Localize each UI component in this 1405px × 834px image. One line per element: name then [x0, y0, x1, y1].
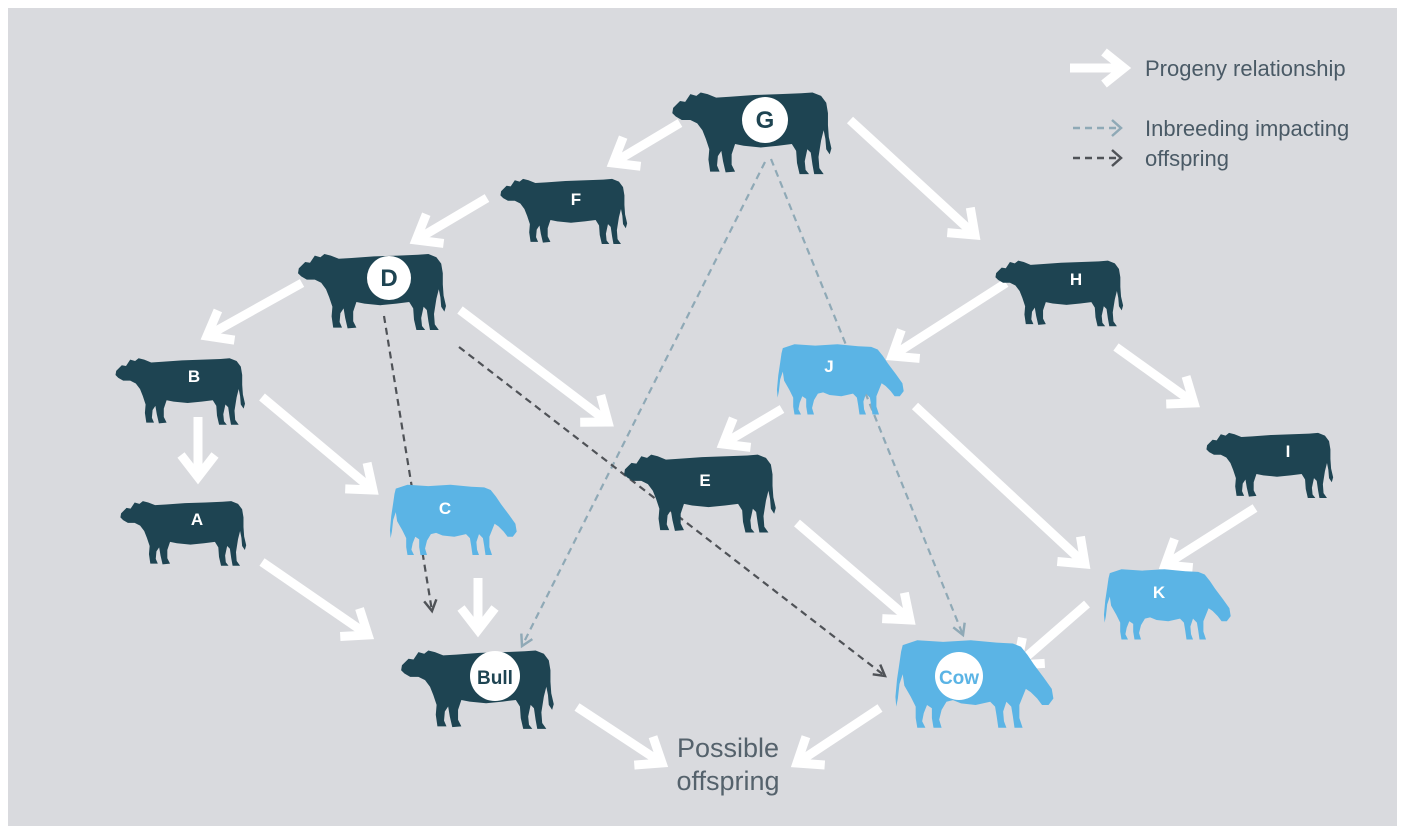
progeny-arrow-e-to-cow — [794, 519, 916, 625]
progeny-arrow-h-to-j — [885, 279, 1009, 363]
progeny-arrow-g-to-f — [606, 119, 683, 171]
progeny-arrows — [177, 116, 1258, 770]
animal-label-h: H — [1070, 270, 1082, 289]
label-circle — [935, 652, 983, 700]
animal-label-k: K — [1153, 583, 1166, 602]
animal-label-j: J — [824, 357, 833, 376]
animal-i: I — [1206, 432, 1334, 498]
animal-k: K — [1103, 569, 1231, 640]
animal-g: G — [672, 92, 832, 175]
progeny-arrow-i-to-k — [1158, 504, 1258, 573]
animal-label-g: G — [756, 107, 775, 134]
animal-d: D — [298, 254, 446, 330]
legend-inbreeding-label-line2: offspring — [1145, 146, 1229, 171]
progeny-arrow-cow-to-offspring — [790, 704, 883, 770]
animal-label-a: A — [191, 510, 203, 529]
animal-b: B — [115, 358, 245, 425]
animal-label-b: B — [188, 367, 200, 386]
progeny-arrow-b-to-c — [259, 393, 379, 495]
animal-h: H — [995, 260, 1124, 327]
progeny-arrow-d-to-b — [200, 279, 305, 345]
animal-j: J — [776, 344, 904, 415]
legend-progeny-arrow-icon — [1070, 48, 1132, 88]
animal-cow: Cow — [895, 640, 1054, 728]
label-circle — [742, 97, 788, 143]
offspring-line1: Possible — [677, 733, 779, 763]
progeny-arrow-a-to-bull — [259, 558, 375, 642]
possible-offspring: Possible offspring — [676, 733, 779, 796]
diagram-background — [8, 8, 1397, 826]
inbreeding-arrow-g-to-bull — [520, 161, 766, 649]
legend: Progeny relationship Inbreeding impactin… — [1070, 48, 1349, 171]
animal-e: E — [624, 454, 776, 533]
label-circle — [470, 651, 520, 701]
progeny-arrow-b-to-a — [177, 417, 219, 485]
animal-f: F — [500, 178, 628, 244]
progeny-arrow-bull-to-offspring — [574, 703, 669, 770]
offspring-line2: offspring — [676, 766, 779, 796]
inbreeding-arrow-d-to-bull — [382, 315, 438, 614]
progeny-arrow-h-to-i — [1113, 343, 1200, 409]
legend-dark-dash-arrow-icon — [1073, 149, 1123, 167]
inbreeding-arrow-g-to-cow — [769, 158, 966, 638]
animals: G F D H B J I A C E K Bull Cow — [115, 92, 1334, 729]
legend-inbreeding-label-line1: Inbreeding impacting — [1145, 116, 1349, 141]
animal-label-f: F — [571, 190, 581, 209]
label-circle — [367, 256, 411, 300]
animal-label-cow: Cow — [939, 668, 979, 689]
animal-label-d: D — [380, 265, 397, 292]
progeny-arrow-j-to-e — [716, 405, 785, 452]
animal-label-c: C — [439, 499, 451, 518]
animal-bull: Bull — [401, 650, 554, 729]
animal-a: A — [120, 501, 247, 566]
legend-light-dash-arrow-icon — [1073, 119, 1123, 137]
animal-label-i: I — [1286, 442, 1291, 461]
progeny-arrow-d-to-e — [457, 306, 614, 427]
progeny-arrow-j-to-k — [911, 402, 1091, 570]
animal-label-bull: Bull — [477, 668, 513, 689]
progeny-arrow-g-to-h — [846, 116, 981, 240]
animal-c: C — [389, 484, 517, 555]
animal-label-e: E — [699, 471, 710, 490]
progeny-arrow-c-to-bull — [457, 578, 499, 638]
legend-progeny-label: Progeny relationship — [1145, 56, 1346, 81]
progeny-arrow-f-to-d — [409, 194, 490, 248]
